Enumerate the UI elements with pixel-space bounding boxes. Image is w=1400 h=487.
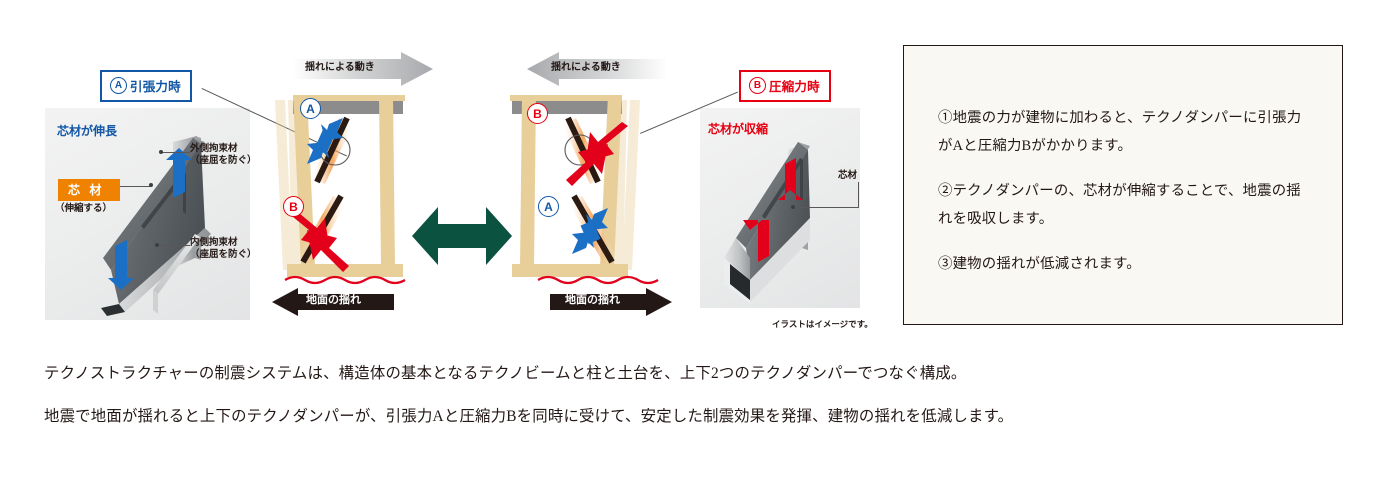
outer-restraint-label: 外側拘束材 （座屈を防ぐ） xyxy=(190,143,257,167)
compression-damper-illustration xyxy=(724,142,810,304)
tension-damper-illustration xyxy=(101,136,211,316)
frame-a-building xyxy=(275,95,406,285)
frame-b-marker-bottom: A xyxy=(538,196,559,217)
core-extends-label: 芯材が伸長 xyxy=(57,124,118,138)
frame-b-motion-label: 揺れによる動き xyxy=(551,62,621,73)
outer-restraint-line1: 外側拘束材 xyxy=(190,143,238,154)
frame-a-ground-arrow xyxy=(272,288,394,316)
core-material-chip: 芯 材 xyxy=(58,179,120,201)
frame-a-marker-top: A xyxy=(300,98,321,119)
frame-b-ground-label: 地面の揺れ xyxy=(565,294,620,306)
explanation-textbox: ①地震の力が建物に加わると、テクノダンパーに引張力がAと圧縮力Bがかかります。 … xyxy=(903,45,1343,325)
leader-dot-core xyxy=(149,183,153,187)
illustration-caption: イラストはイメージです。 xyxy=(772,319,873,329)
bottom-line-2: 地震で地面が揺れると上下のテクノダンパーが、引張力Aと圧縮力Bを同時に受けて、安… xyxy=(44,407,1014,425)
callout-tension-text: 引張力時 xyxy=(130,80,181,94)
explanation-item-1: ①地震の力が建物に加わると、テクノダンパーに引張力がAと圧縮力Bがかかります。 xyxy=(938,110,1302,155)
callout-compression-label[interactable]: B 圧縮力時 xyxy=(739,70,831,102)
leader-dot-inner xyxy=(155,243,159,247)
leader-line-core-right-v xyxy=(858,182,859,208)
inner-restraint-line2: （座屈を防ぐ） xyxy=(190,248,257,260)
frame-b-gray-motion-arrow xyxy=(527,52,667,86)
bottom-description: テクノストラクチャーの制震システムは、構造体の基本となるテクノビームと柱と土台を… xyxy=(44,362,1364,447)
leader-dot-outer xyxy=(159,150,163,154)
circle-b-icon: B xyxy=(749,77,766,94)
bottom-line-1: テクノストラクチャーの制震システムは、構造体の基本となるテクノビームと柱と土台を… xyxy=(44,365,967,382)
leader-line-outer xyxy=(162,152,190,153)
callout-tension-label[interactable]: A 引張力時 xyxy=(100,70,192,102)
core-material-sub: （伸縮する） xyxy=(55,203,113,214)
leader-line-core-right-h xyxy=(794,207,859,208)
inner-restraint-line1: 内側拘束材 xyxy=(190,237,238,248)
frame-a-motion-label: 揺れによる動き xyxy=(305,62,375,73)
core-contracts-label: 芯材が収縮 xyxy=(708,122,769,136)
frame-a-gray-motion-arrow xyxy=(293,52,433,86)
frame-b-building xyxy=(510,95,659,285)
leader-line-inner xyxy=(158,245,190,246)
callout-compression-text: 圧縮力時 xyxy=(769,80,820,94)
frame-a-marker-bottom: B xyxy=(283,196,304,217)
frame-b-marker-top: B xyxy=(527,103,548,124)
frame-b-ground-arrow xyxy=(550,288,672,316)
leader-dot-core-right xyxy=(791,205,795,209)
outer-restraint-line2: （座屈を防ぐ） xyxy=(190,154,257,166)
leader-line-core xyxy=(120,186,152,187)
explanation-item-3: ③建物の揺れが低減されます。 xyxy=(938,256,1141,273)
frame-a-ground-label: 地面の揺れ xyxy=(306,294,361,306)
core-material-label: 芯材 xyxy=(838,170,858,181)
bidirectional-green-arrow xyxy=(412,207,512,265)
inner-restraint-label: 内側拘束材 （座屈を防ぐ） xyxy=(190,237,257,261)
circle-a-icon: A xyxy=(110,77,127,94)
explanation-item-2: ②テクノダンパーの、芯材が伸縮することで、地震の揺れを吸収します。 xyxy=(938,183,1301,228)
